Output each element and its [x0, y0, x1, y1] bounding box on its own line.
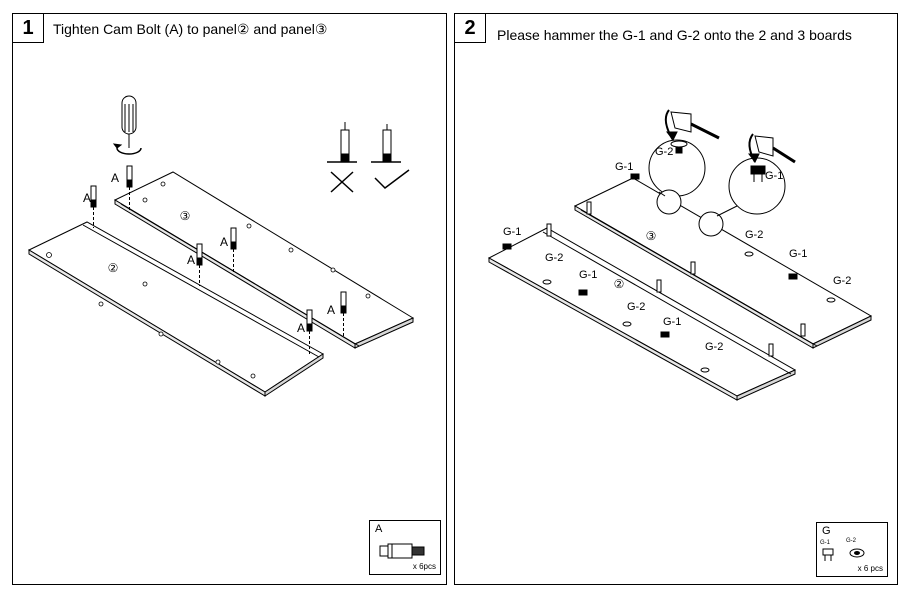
hardware-quantity: x 6 pcs	[857, 564, 883, 573]
g1-label: G-1	[579, 269, 597, 281]
cam-bolt-icon	[379, 543, 425, 559]
hammer-icon	[748, 133, 796, 164]
hammer-icon	[664, 109, 720, 141]
g2-fittings	[542, 251, 836, 373]
screwdriver-icon	[112, 95, 142, 155]
step-number: 1	[13, 14, 44, 43]
step-title: Please hammer the G-1 and G-2 onto the 2…	[497, 27, 852, 43]
g2-label: G-2	[627, 301, 645, 313]
hardware-code: G	[822, 525, 831, 537]
hardware-legend-a: A x 6pcs	[369, 520, 441, 575]
hardware-quantity: x 6pcs	[412, 562, 436, 571]
step-2-illustration: ② ③	[487, 109, 873, 401]
bolt-label: A	[83, 191, 91, 205]
g-fittings-icon	[822, 548, 865, 561]
g1-label: G-1	[503, 226, 521, 238]
panel-2-board	[27, 221, 324, 397]
bolt-label: A	[297, 321, 305, 335]
step-number: 2	[455, 14, 486, 43]
hardware-code: A	[375, 523, 383, 535]
panel-3-label: ③	[646, 229, 657, 243]
g2-legend-label: G-2	[846, 538, 857, 544]
step-1-illustration: ② ③ A A A A A A	[27, 95, 415, 397]
bolt-label: A	[187, 253, 195, 267]
panel-2-label: ②	[614, 277, 625, 291]
panel-2-board	[487, 227, 797, 401]
step-title: Tighten Cam Bolt (A) to panel② and panel…	[53, 21, 328, 37]
panel-3-board	[573, 177, 873, 349]
g1-fittings	[502, 173, 798, 338]
g1-label: G-1	[765, 170, 783, 182]
g2-label: G-2	[655, 146, 673, 158]
panel-3-label: ③	[180, 209, 191, 223]
wrong-orientation-icon	[327, 122, 357, 193]
g2-label: G-2	[745, 229, 763, 241]
g1-label: G-1	[615, 161, 633, 173]
g2-label: G-2	[833, 275, 851, 287]
g2-label: G-2	[545, 252, 563, 264]
bolt-label: A	[220, 235, 228, 249]
g2-label: G-2	[705, 341, 723, 353]
panel-2-label: ②	[108, 261, 119, 275]
panel-3-board	[113, 171, 415, 349]
step-2-panel: 2 Please hammer the G-1 and G-2 onto the…	[454, 13, 898, 585]
hardware-legend-g: G G-1 G-2 x 6 pcs	[816, 522, 888, 577]
cam-bolts	[90, 165, 347, 354]
bolt-label: A	[327, 303, 335, 317]
g1-legend-label: G-1	[820, 540, 831, 546]
g1-label: G-1	[663, 316, 681, 328]
bolt-label: A	[111, 171, 119, 185]
g1-label: G-1	[789, 248, 807, 260]
step-1-panel: 1 Tighten Cam Bolt (A) to panel② and pan…	[12, 13, 447, 585]
detail-magnifier	[648, 139, 786, 237]
correct-orientation-icon	[371, 124, 410, 189]
